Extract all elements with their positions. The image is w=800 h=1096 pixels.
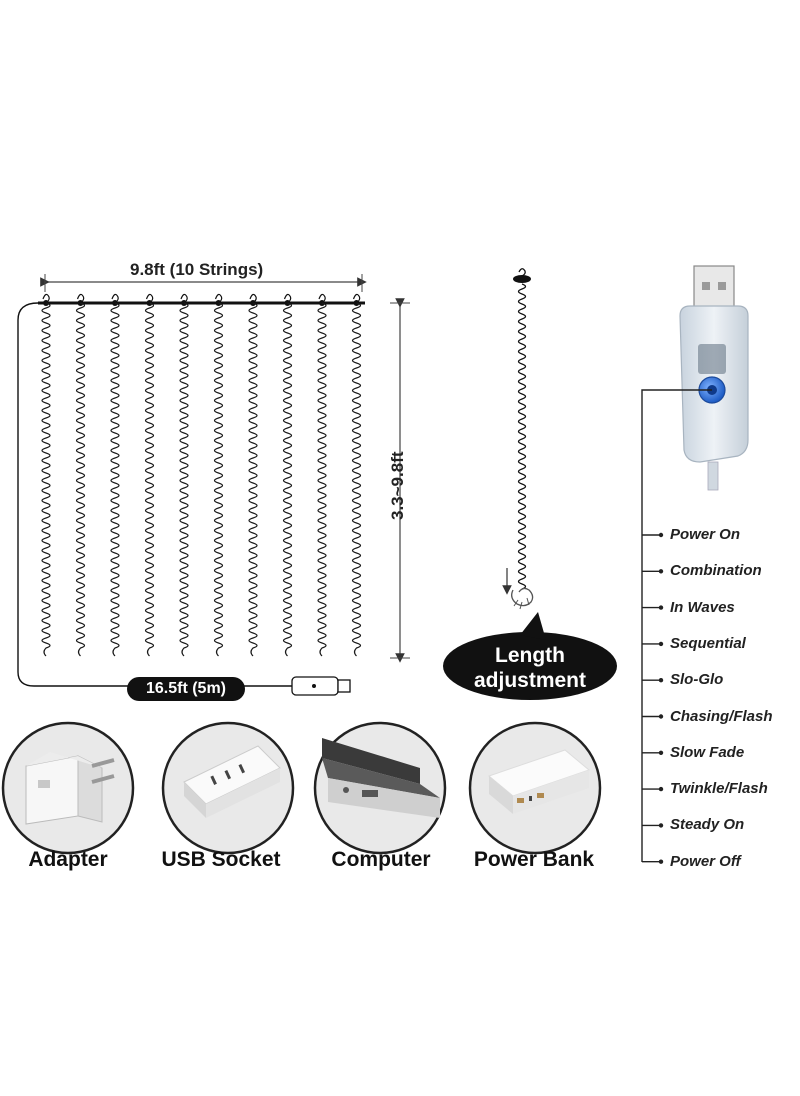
controller-mode-item: Twinkle/Flash	[670, 780, 768, 798]
controller-mode-item: Slow Fade	[670, 743, 745, 761]
light-string	[110, 302, 120, 657]
light-string	[179, 302, 189, 657]
light-string	[351, 302, 362, 657]
length-adjustment-line1: Length	[495, 644, 565, 667]
power-source-label-adapter: Adapter	[28, 848, 108, 871]
usb-controller-icon	[679, 265, 749, 491]
mode-bullet	[658, 605, 664, 610]
length-adjustment-bubble	[443, 612, 617, 700]
power-source-adapter	[1, 721, 135, 855]
light-string	[213, 302, 224, 657]
usb-power-strip-icon	[183, 745, 281, 818]
mode-bullet	[658, 786, 664, 792]
controller-mode-item: Steady On	[670, 816, 745, 834]
height-dimension	[390, 298, 410, 663]
power-bank-icon	[487, 749, 591, 814]
controller-mode-item: Power On	[670, 526, 741, 543]
controller-mode-item: Sequential	[670, 634, 746, 652]
light-string	[282, 302, 293, 657]
width-dimension	[40, 274, 367, 292]
laptop-usb-port-icon	[322, 738, 440, 818]
mode-list-bracket	[641, 389, 712, 864]
mode-bullet	[658, 678, 664, 683]
cord-length-label: 16.5ft (5m)	[127, 677, 245, 701]
light-string	[317, 302, 327, 657]
controller-mode-item: Chasing/Flash	[670, 707, 773, 725]
height-label: 3.3~9.8ft	[388, 451, 407, 520]
mode-bullet	[658, 750, 664, 755]
usb-wall-adapter-icon	[25, 752, 115, 825]
light-string	[75, 302, 86, 657]
power-source-computer	[313, 721, 447, 855]
controller-mode-item: In Waves	[670, 598, 735, 616]
light-string	[41, 302, 51, 657]
single-string-detail	[502, 268, 534, 610]
length-adjustment-line2: adjustment	[473, 669, 586, 692]
lead-cord	[17, 302, 292, 687]
controller-mode-item: Power Off	[670, 852, 741, 870]
mode-bullet	[658, 641, 664, 647]
power-source-label-computer: Computer	[331, 848, 431, 871]
power-source-label-usb-socket: USB Socket	[161, 848, 281, 871]
controller-mode-item: Combination	[670, 562, 762, 580]
power-source-usb-socket	[161, 721, 295, 855]
mode-bullet	[658, 532, 664, 538]
light-string	[248, 302, 258, 657]
usb-plug-icon	[291, 676, 351, 696]
length-adjustment-text: Length adjustment	[450, 643, 610, 693]
mode-bullet	[658, 569, 664, 574]
controller-mode-item: Slo-Glo	[670, 671, 724, 689]
mode-bullet	[658, 714, 664, 719]
mode-bullet	[658, 859, 664, 864]
power-source-power-bank	[468, 721, 602, 855]
light-string	[144, 302, 155, 657]
power-source-label-power-bank: Power Bank	[473, 848, 595, 871]
width-label: 9.8ft (10 Strings)	[130, 260, 264, 279]
mode-bullet	[658, 823, 664, 828]
curtain-strings	[41, 293, 362, 657]
